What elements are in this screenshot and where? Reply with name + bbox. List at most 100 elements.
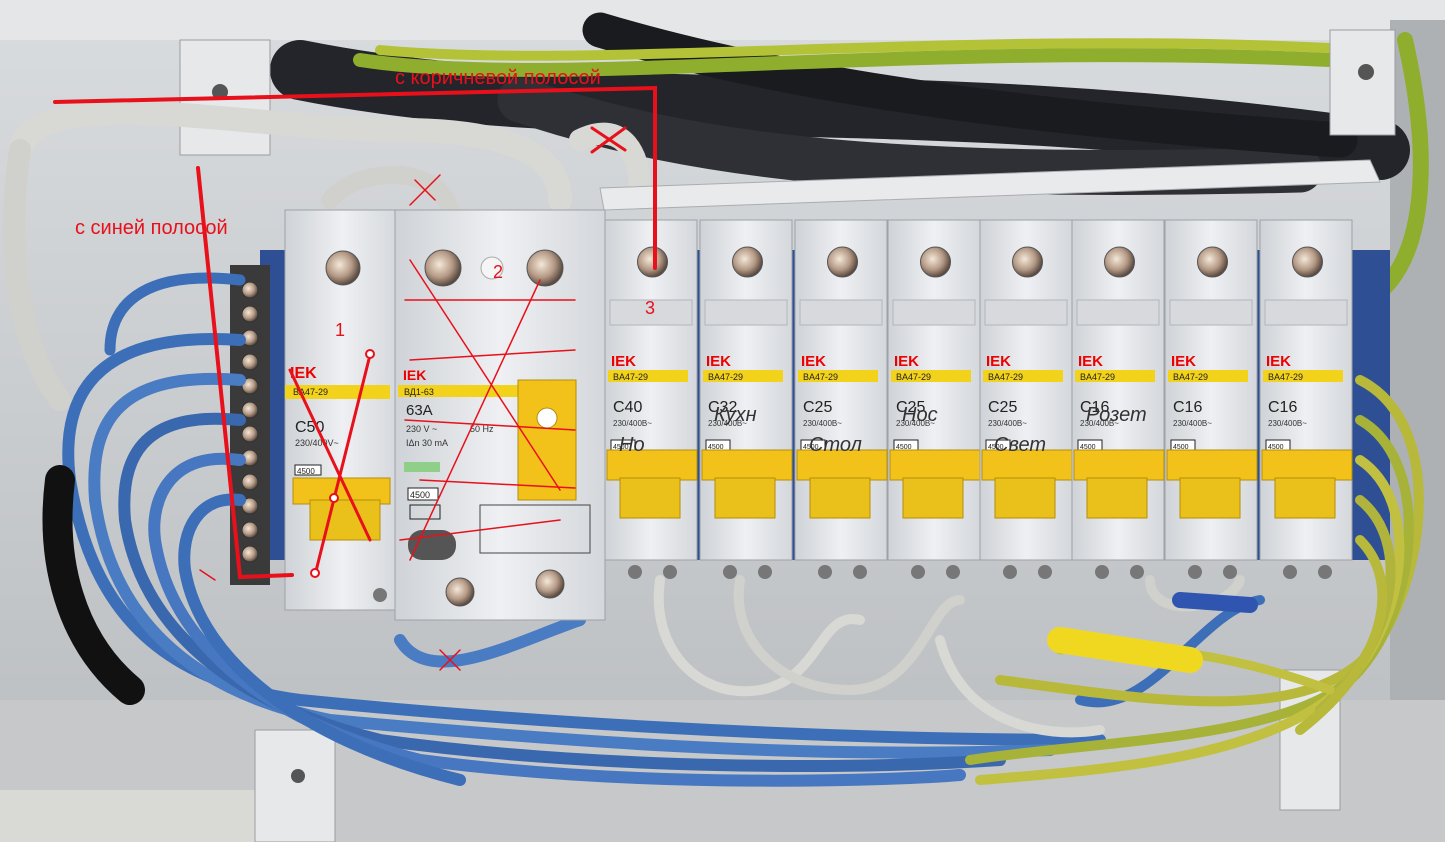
rcd-capacity: 4500	[410, 490, 430, 500]
breaker-rating: C25	[896, 399, 925, 416]
white-wires-top	[3, 100, 651, 411]
breaker-lever	[606, 449, 698, 481]
busbar-screw-icon	[241, 425, 259, 443]
rcd-leakage: IΔn 30 mA	[406, 438, 448, 448]
breaker-handwritten-note: Свет	[994, 434, 1046, 456]
terminal-screw-icon	[325, 250, 361, 286]
cover-bar	[599, 159, 1381, 211]
enclosure-top-edge	[0, 0, 1445, 40]
breaker-lever	[889, 449, 981, 481]
busbar-screw-icon	[241, 497, 259, 515]
busbar-screw-icon	[241, 521, 259, 539]
busbar-screw-icon	[241, 305, 259, 323]
breaker-handwritten-note: Кухн	[714, 404, 757, 426]
terminal-screw-icon	[1197, 246, 1228, 278]
breaker-row: IEKBA47-29C40230/400B~4500НоIEKBA47-29C3…	[604, 219, 1353, 579]
breaker-brand: IEK	[1266, 353, 1291, 370]
rcd-model: ВД1-63	[404, 387, 434, 397]
main-rating: C50	[295, 419, 324, 436]
breaker-lever	[701, 449, 793, 481]
breaker-capacity: 4500	[1173, 444, 1189, 451]
label-number-2: 2	[493, 262, 503, 282]
breaker-voltage: 230/400B~	[803, 419, 842, 428]
breaker-brand: IEK	[801, 353, 826, 370]
rcd-voltage: 230 V ~	[406, 424, 437, 434]
breaker-voltage: 230/400B~	[1173, 419, 1212, 428]
terminal-screw-icon	[637, 246, 668, 278]
breaker-lever	[1166, 449, 1258, 481]
breaker-model: BA47-29	[613, 372, 648, 382]
concrete-dust	[0, 790, 300, 842]
breaker-brand: IEK	[894, 353, 919, 370]
black-tape	[42, 465, 145, 705]
breaker-brand: IEK	[1171, 353, 1196, 370]
busbar-screw-icon	[241, 473, 259, 491]
breaker-brand: IEK	[611, 353, 636, 370]
breaker-capacity: 4500	[803, 444, 819, 451]
breaker-rating: C32	[708, 399, 737, 416]
breaker-voltage: 230/400B~	[613, 419, 652, 428]
breaker-model: BA47-29	[803, 372, 838, 382]
busbar-screw-icon	[241, 545, 259, 563]
breaker-model: BA47-29	[1080, 372, 1115, 382]
breaker-voltage: 230/400B~	[1268, 419, 1307, 428]
rcd-frequency: 50 Hz	[470, 424, 494, 434]
breaker-voltage: 230/400B~	[988, 419, 1027, 428]
label-brown-stripe: с коричневой полосой	[395, 67, 601, 89]
terminal-screw-icon	[1104, 246, 1135, 278]
label-number-1: 1	[335, 320, 345, 340]
rcd-brand: IEK	[403, 367, 426, 383]
breaker-voltage: 230/400B~	[708, 419, 747, 428]
breaker-lever	[1073, 449, 1165, 481]
rcd-device: IEK ВД1-63 63A 230 V ~ 50 Hz IΔn 30 mA 4…	[394, 209, 606, 621]
busbar-screw-icon	[241, 281, 259, 299]
breaker-handwritten-note: Нос	[902, 404, 938, 426]
earth-wires-top	[353, 32, 1429, 308]
breaker-rating: C25	[803, 399, 832, 416]
breaker-rating: C25	[988, 399, 1017, 416]
breaker-lever	[1261, 449, 1353, 481]
terminal-screw-icon	[1012, 246, 1043, 278]
busbar-screws	[241, 281, 259, 563]
label-blue-stripe: с синей полосой	[75, 217, 228, 239]
main-breaker: IEK BA47-29 C50 230/400V~ 4500	[284, 209, 401, 611]
breaker-model: BA47-29	[1173, 372, 1208, 382]
breaker-brand: IEK	[1078, 353, 1103, 370]
busbar-screw-icon	[241, 377, 259, 395]
breaker-model: BA47-29	[988, 372, 1023, 382]
terminal-screw-icon	[526, 249, 564, 287]
breaker-rating: C16	[1268, 399, 1297, 416]
red-annotations	[53, 85, 657, 671]
breaker-lever	[981, 449, 1073, 481]
breaker-model: BA47-29	[708, 372, 743, 382]
terminal-screw-icon	[535, 569, 565, 599]
main-voltage: 230/400V~	[295, 438, 339, 448]
breaker-brand: IEK	[986, 353, 1011, 370]
terminal-screw-icon	[732, 246, 763, 278]
breaker-capacity: 4500	[613, 444, 629, 451]
breaker-model: BA47-29	[896, 372, 931, 382]
blue-tape	[1172, 592, 1258, 613]
rcd-current: 63A	[406, 402, 433, 419]
main-model: BA47-29	[293, 387, 328, 397]
breaker-rating: C16	[1173, 399, 1202, 416]
breaker-capacity: 4500	[1080, 444, 1096, 451]
annotation-dots	[310, 349, 375, 578]
breaker-model: BA47-29	[1268, 372, 1303, 382]
main-capacity: 4500	[297, 467, 315, 476]
busbar-screw-icon	[241, 353, 259, 371]
label-number-3: 3	[645, 298, 655, 318]
breaker-handwritten-note: Розет	[1086, 404, 1147, 426]
breaker-capacity: 4500	[708, 444, 724, 451]
breaker-voltage: 230/400B~	[1080, 419, 1119, 428]
terminal-screw-icon	[424, 249, 462, 287]
breaker-handwritten-note: Но	[619, 434, 645, 456]
breaker-capacity: 4500	[1268, 444, 1284, 451]
